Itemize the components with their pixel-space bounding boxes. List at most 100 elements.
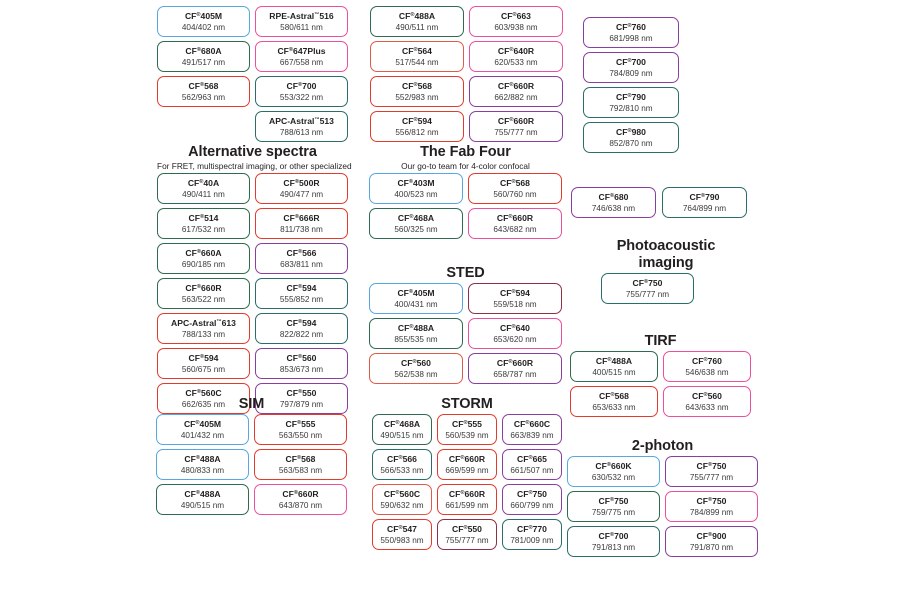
- dye-name: CF®568: [259, 453, 342, 465]
- dye-spectra: 517/544 nm: [395, 58, 439, 67]
- dye-name-base: CF: [184, 11, 197, 21]
- registered-mark: ®: [413, 47, 418, 53]
- registered-mark: ®: [413, 82, 418, 88]
- dye-number: 500R: [299, 178, 320, 188]
- registered-mark: ®: [412, 359, 417, 365]
- dye-number: 564: [417, 46, 432, 56]
- dye-spectra: 764/899 nm: [682, 204, 727, 213]
- dye-number: 594: [515, 288, 530, 298]
- dye-number: 514: [204, 213, 219, 223]
- dye-name: CF®568: [575, 390, 653, 402]
- registered-mark: ®: [298, 249, 303, 255]
- dye-number: 640R: [513, 46, 535, 56]
- dye-spectra: 661/599 nm: [445, 501, 489, 510]
- dye-name: CF®750: [507, 488, 557, 500]
- dye-spectra: 400/523 nm: [394, 190, 438, 199]
- dye-name-base: CF: [448, 489, 461, 499]
- dye-spectra: 643/682 nm: [493, 225, 537, 234]
- dye-name-base: CF: [383, 489, 396, 499]
- trademark-mark: ™: [314, 12, 320, 18]
- dye-spectra: 755/777 nm: [445, 536, 489, 545]
- dye-number: 405M: [413, 288, 435, 298]
- dye-number: 555: [467, 419, 482, 429]
